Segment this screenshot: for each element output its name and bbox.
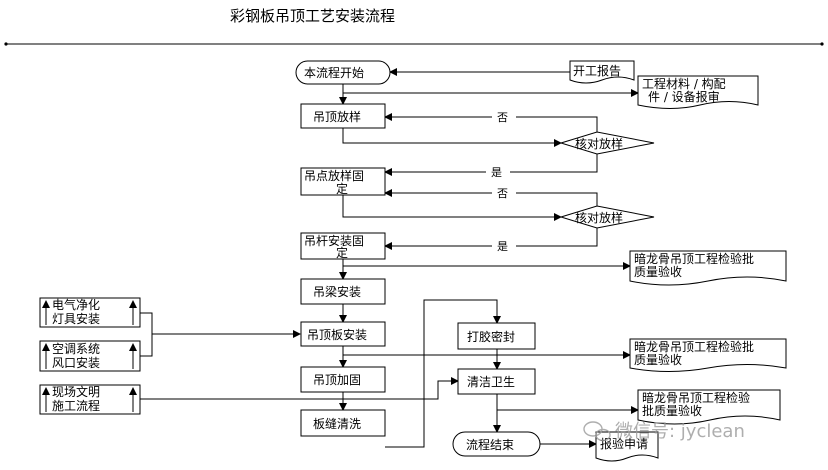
node-beam-install-label: 吊梁安装: [313, 284, 361, 299]
node-cleaning-label: 清洁卫生: [467, 375, 515, 389]
node-site-line1: 现场文明: [52, 384, 100, 399]
node-inspect-2: 暗龙骨吊顶工程检验批 质量验收: [629, 338, 787, 372]
node-reinforce: 吊顶加固: [300, 366, 386, 393]
label-no-2: 否: [497, 187, 508, 200]
node-check-2: 核对放样: [559, 205, 655, 229]
node-inspect-1-line1: 暗龙骨吊顶工程检验批: [634, 251, 754, 266]
connectors: [140, 68, 639, 448]
node-inspect-3-line2: 批质量验收: [642, 403, 702, 418]
node-reinforce-label: 吊顶加固: [313, 373, 361, 387]
node-check-1: 核对放样: [559, 131, 655, 155]
node-rod-install-line1: 吊杆安装固: [304, 233, 364, 248]
edge-layout-check1: [342, 128, 562, 147]
node-check-1-label: 核对放样: [575, 136, 623, 151]
node-start-label: 本流程开始: [304, 65, 364, 80]
node-hang-point: 吊点放样固 定: [300, 167, 386, 196]
node-inspect-3: 暗龙骨吊顶工程检验 批质量验收: [637, 389, 781, 425]
node-electrical: 电气净化 灯具安装: [39, 297, 141, 328]
node-seam-clean-label: 板缝清洗: [313, 416, 361, 431]
edge-check1-no: [384, 113, 598, 132]
rule-dot-left: [4, 42, 8, 46]
edge-side-bracket: [140, 312, 153, 357]
node-acceptance-label: 报验申请: [600, 436, 648, 451]
edge-check1-yes: [384, 154, 598, 176]
node-inspect-2-line1: 暗龙骨吊顶工程检验批: [634, 339, 754, 354]
node-materials: 工程材料 / 构配 件 / 设备报审: [637, 75, 759, 109]
edge-start-materials: [342, 84, 639, 97]
node-panel-install: 吊顶板安装: [300, 321, 386, 347]
node-beam-install: 吊梁安装: [300, 278, 386, 305]
watermark: 微信号: jyclean: [583, 421, 745, 442]
edge-site-clean: [343, 377, 459, 400]
node-inspect-1: 暗龙骨吊顶工程检验批 质量验收: [629, 250, 787, 286]
node-end-label: 流程结束: [466, 437, 514, 452]
label-yes-2: 是: [497, 240, 508, 253]
node-materials-line2: 件 / 设备报审: [648, 89, 720, 104]
watermark-text: 微信号: jyclean: [615, 421, 745, 442]
node-start: 本流程开始: [295, 60, 391, 85]
edge-check2-yes: [384, 228, 598, 250]
node-ceiling-layout: 吊顶放样: [300, 103, 386, 129]
edge-seam-glue: [385, 299, 501, 448]
node-rod-install: 吊杆安装固 定: [300, 232, 386, 260]
node-hvac-line2: 风口安装: [52, 355, 100, 370]
node-inspect-2-line2: 质量验收: [634, 352, 682, 367]
node-panel-install-label: 吊顶板安装: [307, 327, 367, 342]
diagram-title: 彩钢板吊顶工艺安装流程: [230, 7, 395, 25]
node-check-2-label: 核对放样: [575, 210, 623, 225]
node-hang-point-line1: 吊点放样固: [304, 168, 364, 183]
label-no-1: 否: [497, 111, 508, 124]
node-site-line2: 施工流程: [52, 398, 100, 413]
node-glue-seal-label: 打胶密封: [467, 329, 515, 344]
node-materials-line1: 工程材料 / 构配: [642, 76, 726, 91]
node-site: 现场文明 施工流程: [39, 384, 141, 415]
node-hang-point-line2: 定: [336, 181, 348, 196]
node-hvac: 空调系统 风口安装: [39, 340, 141, 372]
node-electrical-line1: 电气净化: [52, 297, 100, 312]
node-electrical-line2: 灯具安装: [52, 311, 100, 326]
node-report-label: 开工报告: [573, 63, 621, 78]
node-inspect-3-line1: 暗龙骨吊顶工程检验: [642, 390, 750, 405]
node-rod-install-line2: 定: [336, 245, 348, 260]
rule-dot-right: [820, 42, 824, 46]
edge-check2-no: [384, 189, 598, 206]
node-ceiling-layout-label: 吊顶放样: [313, 109, 361, 124]
node-end: 流程结束: [452, 431, 541, 457]
node-report: 开工报告: [569, 60, 635, 84]
edge-hang-check2: [342, 195, 562, 221]
edge-rod-inspect1: [342, 259, 631, 270]
node-cleaning: 清洁卫生: [457, 368, 536, 395]
wechat-icon: [583, 421, 611, 442]
node-glue-seal: 打胶密封: [457, 322, 536, 350]
label-yes-1: 是: [491, 166, 502, 179]
node-inspect-1-line2: 质量验收: [634, 264, 682, 279]
node-acceptance: 报验申请: [595, 431, 659, 462]
node-seam-clean: 板缝清洗: [300, 409, 386, 437]
node-hvac-line1: 空调系统: [52, 342, 100, 356]
